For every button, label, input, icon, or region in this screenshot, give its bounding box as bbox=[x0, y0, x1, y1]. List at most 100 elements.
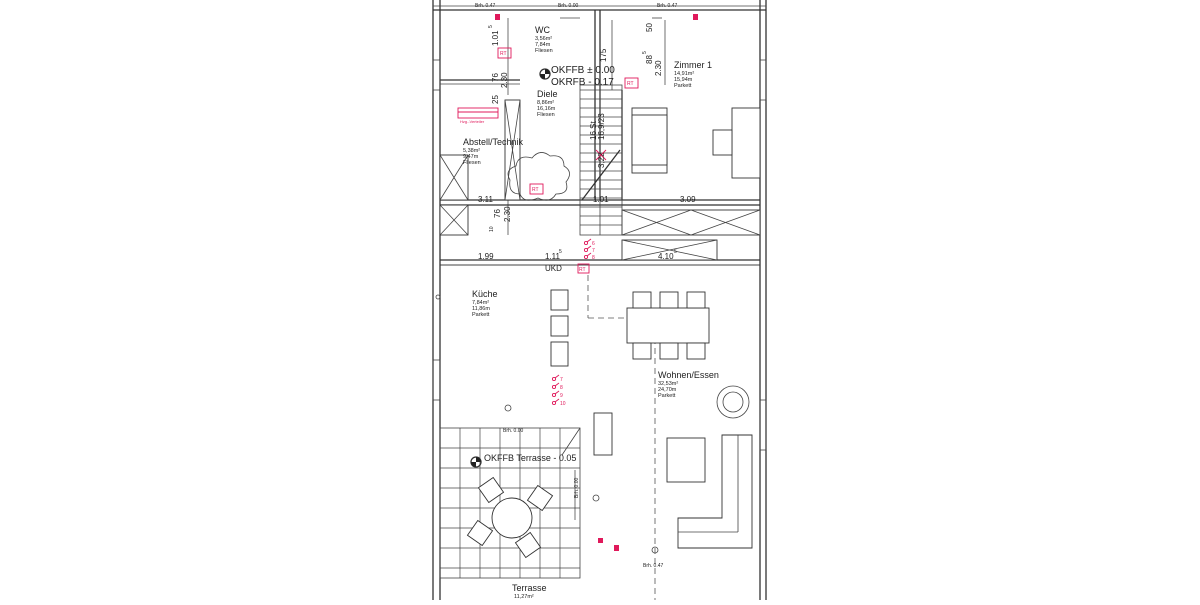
room-label-abstell: Abstell/Technik 5,38m² 9,47m Fliesen bbox=[463, 137, 524, 166]
switch-icon bbox=[554, 382, 560, 387]
stair-label-c: 3,22 bbox=[597, 152, 606, 168]
dim-v-175: 175 bbox=[599, 48, 608, 62]
tv-unit bbox=[593, 412, 613, 456]
brh-bottom: Brh. 0.47 bbox=[643, 563, 664, 569]
dimension-lines bbox=[440, 18, 760, 520]
switch-icon bbox=[586, 245, 592, 250]
heizverteiler-label: Hzg.-Verteiler bbox=[460, 119, 485, 124]
switch-icon bbox=[583, 240, 589, 246]
wc-perimeter: 7,84m bbox=[535, 42, 551, 48]
switch-number: 10 bbox=[560, 401, 566, 407]
cloud-symbol bbox=[507, 152, 570, 201]
diele-floor: Fliesen bbox=[537, 112, 555, 118]
dim-h-111-sup: 5 bbox=[559, 249, 562, 255]
switch-icon bbox=[554, 374, 560, 379]
stair-label-a: 16 St bbox=[589, 121, 598, 140]
room-label-diele: Diele 8,86m² 16,16m Fliesen bbox=[537, 89, 558, 118]
wohnen-perimeter: 24,70m bbox=[658, 387, 677, 393]
level-terrasse: OKFFB Terrasse - 0.05 bbox=[484, 453, 576, 463]
dim-v-76b: 76 bbox=[493, 209, 502, 218]
switch-icon bbox=[554, 390, 560, 395]
zimmer-area: 14,91m² bbox=[674, 71, 694, 77]
zimmer-floor: Parkett bbox=[674, 83, 692, 89]
dim-h-309: 3.09 bbox=[680, 195, 696, 204]
switch-labels-a: 678 bbox=[592, 241, 595, 261]
dim-h-410: 4.10 bbox=[658, 252, 674, 261]
kueche-floor: Parkett bbox=[472, 312, 490, 318]
kueche-area: 7,84m² bbox=[472, 300, 489, 306]
level-okrfb: OKRFB - 0.17 bbox=[551, 77, 614, 88]
dim-v-101: 1.01 bbox=[491, 30, 500, 46]
switch-icon bbox=[551, 376, 557, 382]
switch-number: 7 bbox=[560, 377, 563, 383]
wc-floor: Fliesen bbox=[535, 48, 553, 54]
ukd-label: UKD bbox=[545, 264, 562, 273]
abstell-floor: Fliesen bbox=[463, 160, 481, 166]
switch-number: 6 bbox=[592, 241, 595, 247]
dim-v-50: 50 bbox=[645, 23, 654, 32]
abstell-name: Abstell/Technik bbox=[463, 137, 524, 147]
brh-terrace: Brh. 0.00 bbox=[503, 428, 524, 434]
switch-icon bbox=[583, 254, 589, 260]
dim-v-25: 25 bbox=[491, 95, 500, 104]
switch-icon bbox=[583, 247, 589, 253]
door-symbols bbox=[435, 17, 662, 554]
dim-h-199: 1.99 bbox=[478, 252, 494, 261]
abstell-perimeter: 9,47m bbox=[463, 154, 479, 160]
wc-area: 3,56m² bbox=[535, 36, 552, 42]
zimmer-name: Zimmer 1 bbox=[674, 60, 712, 70]
dim-v-230b: 2.30 bbox=[654, 60, 663, 76]
dim-v-101-sup: 5 bbox=[488, 25, 494, 28]
terrace-area bbox=[439, 427, 581, 579]
switch-number: 9 bbox=[560, 393, 563, 399]
rt-label-wc: RT bbox=[500, 51, 507, 57]
wohnen-area: 32,53m² bbox=[658, 381, 678, 387]
dim-v-885: 88 bbox=[645, 55, 654, 64]
switch-icon bbox=[586, 252, 592, 257]
room-label-wohnen: Wohnen/Essen 32,53m² 24,70m Parkett bbox=[658, 370, 719, 399]
storage-cabinets bbox=[439, 99, 761, 261]
switch-number: 7 bbox=[592, 248, 595, 254]
room-label-kueche: Küche 7,84m² 11,86m Parkett bbox=[472, 289, 498, 318]
dim-v-76a: 76 bbox=[491, 73, 500, 82]
kueche-name: Küche bbox=[472, 289, 498, 299]
terrasse-name: Terrasse bbox=[512, 583, 547, 593]
level-marker-main bbox=[539, 68, 551, 80]
switch-icon bbox=[551, 400, 557, 406]
sofa bbox=[666, 434, 753, 549]
dim-h-410-sup: 5 bbox=[674, 249, 677, 255]
dim-v-230c: 2.30 bbox=[503, 206, 512, 222]
brh-top-left: Brh. 0.47 bbox=[475, 3, 496, 9]
switch-icon bbox=[586, 238, 592, 243]
switch-labels-b: 7 8 9 10 bbox=[560, 377, 566, 407]
wall-openings bbox=[432, 59, 767, 451]
staircase bbox=[579, 84, 623, 236]
level-marker-terrace bbox=[470, 456, 482, 468]
dim-v-10: 10 bbox=[489, 226, 495, 232]
room-label-terrasse: Terrasse 11,27m² bbox=[512, 583, 547, 600]
rt-label-diele: RT bbox=[532, 187, 539, 193]
brh-top-right: Brh. 0.47 bbox=[657, 3, 678, 9]
room-label-wc: WC 3,56m² 7,84m Fliesen bbox=[535, 25, 553, 54]
red-symbols bbox=[457, 14, 698, 551]
diele-name: Diele bbox=[537, 89, 558, 99]
zimmer-perimeter: 15,94m bbox=[674, 77, 693, 83]
dim-h-111: 1.11 bbox=[545, 252, 561, 261]
abstell-area: 5,38m² bbox=[463, 148, 480, 154]
switch-number: 8 bbox=[560, 385, 563, 391]
dim-h-101: 1.01 bbox=[593, 195, 609, 204]
kueche-perimeter: 11,86m bbox=[472, 306, 490, 312]
plant-symbol bbox=[716, 385, 750, 419]
terrasse-area: 11,27m² bbox=[514, 594, 534, 600]
rt-label-kueche: RT bbox=[579, 267, 586, 273]
diele-area: 8,86m² bbox=[537, 100, 554, 106]
brh-right: Brh. 0.00 bbox=[574, 477, 580, 498]
switch-number: 8 bbox=[592, 255, 595, 261]
dining-table-set bbox=[626, 291, 710, 360]
dim-h-311: 3.11 bbox=[478, 195, 494, 204]
dim-v-885-sup: 5 bbox=[642, 51, 648, 54]
diele-perimeter: 16,16m bbox=[537, 106, 556, 112]
room-label-zimmer: Zimmer 1 14,91m² 15,94m Parkett bbox=[674, 60, 712, 89]
